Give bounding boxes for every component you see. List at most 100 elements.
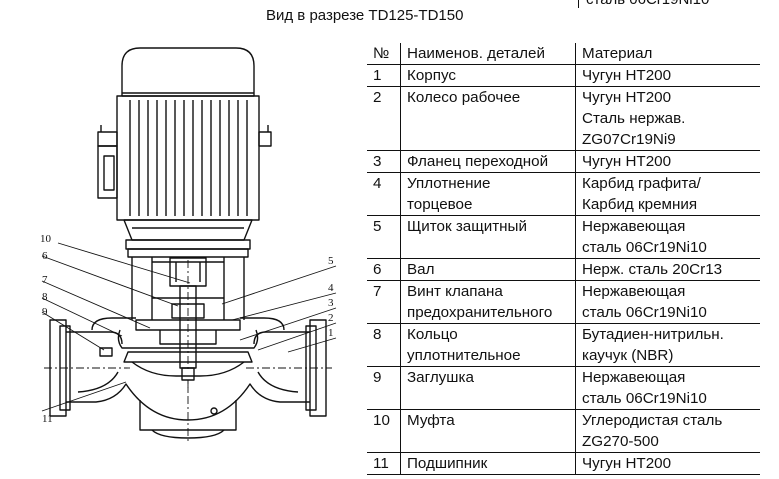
part-name: Щиток защитный (400, 215, 576, 259)
table-row: 4 Уплотнение торцевое Карбид графита/Карбид… (367, 172, 760, 216)
part-material-line: ZG07Cr19Ni9 (582, 131, 676, 148)
motor-flange (123, 219, 253, 250)
part-name-line: Муфта (407, 412, 455, 429)
table-row: 11 Подшипник Чугун HT200 (367, 452, 760, 475)
page-title: Вид в разрезе TD125-TD150 (266, 7, 464, 24)
part-number: 4 (367, 172, 401, 216)
part-material-line: Карбид графита/ (582, 175, 701, 192)
part-number: 10 (367, 409, 401, 453)
header-part-name: Наименов. деталей (400, 43, 576, 65)
part-name-line: предохранительного (407, 304, 553, 321)
inlet-flange (44, 319, 130, 417)
part-material-line: Чугун HT200 (582, 89, 672, 106)
part-name-line: Колесо рабочее (407, 89, 521, 106)
table-divider-fragment (578, 0, 579, 8)
part-number: 8 (367, 323, 401, 367)
part-name: Кольцо уплотнительное (400, 323, 576, 367)
part-number: 9 (367, 366, 401, 410)
part-material-line: ZG270-500 (582, 433, 659, 450)
part-name: Заглушка (400, 366, 576, 410)
callout-3: 3 (328, 297, 334, 309)
callout-4: 4 (328, 282, 334, 294)
part-material-line: Карбид кремния (582, 196, 698, 213)
part-material-line: сталь 06Cr19Ni10 (582, 390, 707, 407)
part-material: Нерж. сталь 20Cr13 (575, 258, 760, 281)
part-material: Нержавеющая сталь 06Cr19Ni10 (575, 280, 760, 324)
part-name-line: Корпус (407, 67, 456, 84)
motor-body (97, 95, 272, 221)
part-name: Корпус (400, 64, 576, 87)
lantern-bracket (127, 248, 249, 320)
part-material-line: каучук (NBR) (582, 347, 674, 364)
part-name: Подшипник (400, 452, 576, 475)
part-material-line: Нержавеющая (582, 218, 686, 235)
part-name-line: Уплотнение (407, 175, 491, 192)
callout-5: 5 (328, 255, 334, 267)
part-number: 3 (367, 150, 401, 173)
part-material-line: Чугун HT200 (582, 67, 672, 84)
header-number: № (367, 43, 401, 65)
part-number: 11 (367, 452, 401, 475)
callout-11: 11 (42, 413, 53, 425)
part-name-line: Заглушка (407, 369, 474, 386)
coupling-and-shaft (169, 257, 207, 372)
part-name: Фланец переходной (400, 150, 576, 173)
outlet-flange (246, 319, 332, 417)
part-number: 2 (367, 86, 401, 151)
cut-off-text: сталь 06Cr19Ni10 (586, 0, 709, 8)
part-material-line: Углеродистая сталь (582, 412, 723, 429)
part-material-line: Чугун HT200 (582, 455, 672, 472)
part-number: 5 (367, 215, 401, 259)
part-name: Колесо рабочее (400, 86, 576, 151)
part-name-line: Щиток защитный (407, 218, 527, 235)
part-material: Нержавеющая сталь 06Cr19Ni10 (575, 366, 760, 410)
motor-fan-cover (121, 47, 255, 97)
part-material-line: Нержавеющая (582, 283, 686, 300)
part-material-line: Бутадиен-нитрильн. (582, 326, 724, 343)
table-row: 3 Фланец переходной Чугун HT200 (367, 150, 760, 173)
part-material-line: Чугун HT200 (582, 153, 672, 170)
callout-leaders (41, 242, 337, 412)
part-material-line: сталь 06Cr19Ni10 (582, 239, 707, 256)
callout-1: 1 (328, 327, 334, 339)
part-name-line: Кольцо (407, 326, 458, 343)
part-material: Чугун HT200 (575, 452, 760, 475)
callout-7: 7 (42, 274, 48, 286)
part-name-line: Подшипник (407, 455, 488, 472)
part-name-line: Винт клапана (407, 283, 503, 300)
part-material-line: Нерж. сталь 20Cr13 (582, 261, 723, 278)
part-name: Муфта (400, 409, 576, 453)
part-material: Карбид графита/Карбид кремния (575, 172, 760, 216)
table-row: 1 Корпус Чугун HT200 (367, 64, 760, 87)
part-name-line: Фланец переходной (407, 153, 549, 170)
part-name-line: торцевое (407, 196, 473, 213)
part-material-line: Нержавеющая (582, 369, 686, 386)
part-name: Винт клапана предохранительного (400, 280, 576, 324)
callout-9: 9 (42, 306, 48, 318)
table-header-row: № Наименов. деталей Материал (367, 43, 760, 65)
part-material: Чугун HT200 (575, 64, 760, 87)
seal-chamber (117, 303, 259, 349)
table-row: 5 Щиток защитный Нержавеющая сталь 06Cr19Ni… (367, 215, 760, 259)
pump-cross-section-drawing: 10 6 7 8 9 11 5 4 3 2 1 (40, 47, 337, 444)
part-material-line: Сталь нержав. (582, 110, 686, 127)
header-material: Материал (575, 43, 760, 65)
part-name: Вал (400, 258, 576, 281)
callout-10: 10 (40, 233, 52, 245)
callout-8: 8 (42, 291, 48, 303)
part-number: 6 (367, 258, 401, 281)
callout-6: 6 (42, 250, 48, 262)
part-material: Нержавеющая сталь 06Cr19Ni10 (575, 215, 760, 259)
callout-2: 2 (328, 312, 334, 324)
part-material: Бутадиен-нитрильн. каучук (NBR) (575, 323, 760, 367)
part-number: 1 (367, 64, 401, 87)
part-name-line: уплотнительное (407, 347, 521, 364)
part-material-line: сталь 06Cr19Ni10 (582, 304, 707, 321)
